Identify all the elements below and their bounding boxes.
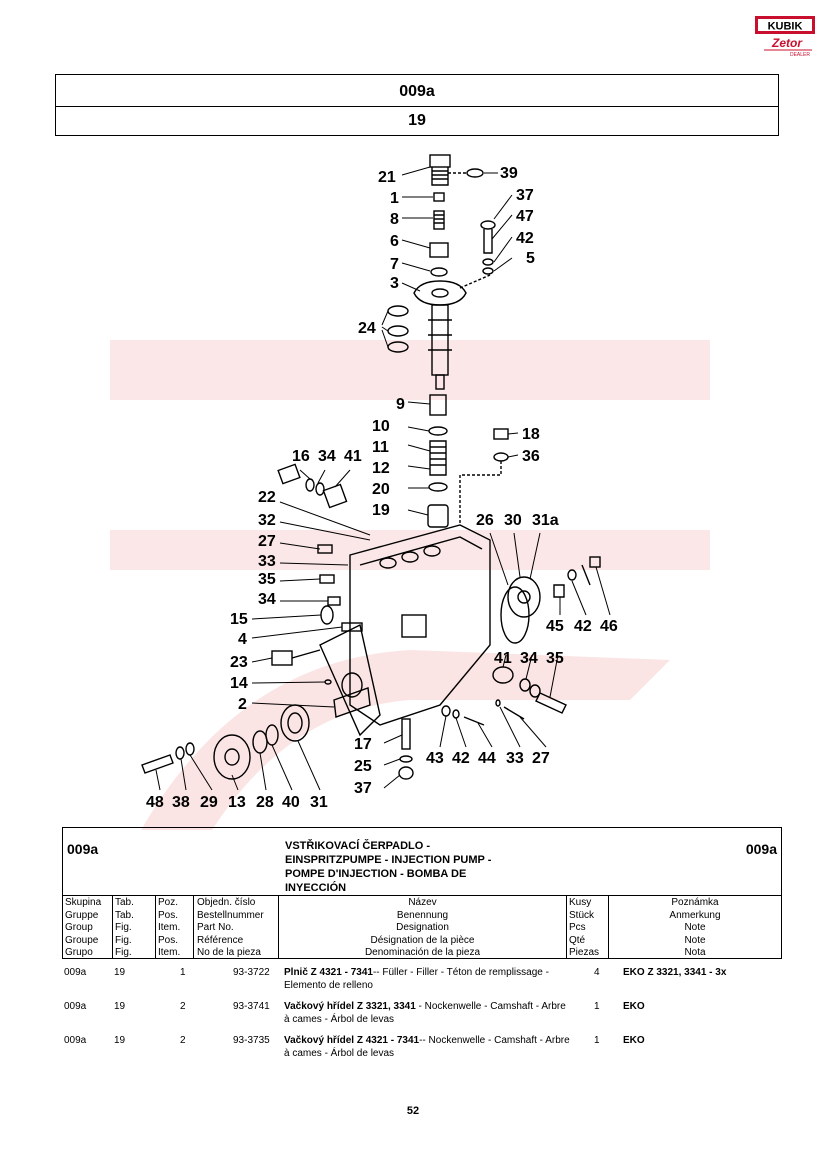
svg-text:19: 19 — [372, 502, 390, 519]
svg-text:27: 27 — [532, 750, 550, 767]
svg-text:43: 43 — [426, 750, 444, 767]
svg-text:6: 6 — [390, 233, 399, 250]
group-code-right: 009a — [745, 841, 777, 857]
svg-text:12: 12 — [372, 460, 390, 477]
header-box: 009a 19 — [55, 74, 779, 136]
svg-text:28: 28 — [256, 794, 274, 811]
title-line: VSTŘIKOVACÍ ČERPADLO - — [285, 840, 431, 852]
group-code-left: 009a — [67, 841, 99, 857]
svg-text:1: 1 — [390, 190, 399, 207]
svg-text:31: 31 — [310, 794, 328, 811]
svg-text:DEALER: DEALER — [790, 52, 810, 58]
col-position: Poz.Pos.Item.Pos.Item. — [156, 896, 194, 958]
svg-text:33: 33 — [506, 750, 524, 767]
svg-text:26: 26 — [476, 512, 494, 529]
svg-text:2: 2 — [238, 696, 247, 713]
svg-text:35: 35 — [546, 650, 564, 667]
svg-text:5: 5 — [526, 250, 535, 267]
svg-text:24: 24 — [358, 320, 376, 337]
svg-text:16: 16 — [292, 448, 310, 465]
table-row: 009a 19 2 93-3735 Vačkový hřídel Z 4321 … — [64, 1035, 645, 1059]
svg-text:17: 17 — [354, 736, 372, 753]
svg-text:3: 3 — [390, 275, 399, 292]
svg-text:39: 39 — [500, 165, 518, 182]
svg-text:7: 7 — [390, 256, 399, 273]
svg-text:41: 41 — [494, 650, 512, 667]
svg-text:15: 15 — [230, 611, 248, 628]
svg-text:48: 48 — [146, 794, 164, 811]
svg-text:14: 14 — [230, 675, 248, 692]
svg-text:34: 34 — [258, 591, 276, 608]
svg-text:42: 42 — [452, 750, 470, 767]
svg-text:47: 47 — [516, 208, 534, 225]
svg-text:46: 46 — [600, 618, 618, 635]
title-line: EINSPRITZPUMPE - INJECTION PUMP - — [285, 854, 492, 866]
svg-text:21: 21 — [378, 169, 396, 186]
svg-text:35: 35 — [258, 571, 276, 588]
svg-text:37: 37 — [516, 187, 534, 204]
svg-text:36: 36 — [522, 448, 540, 465]
group-code: 009a — [56, 75, 778, 107]
svg-text:34: 34 — [318, 448, 336, 465]
svg-text:Zetor: Zetor — [771, 36, 803, 50]
svg-text:29: 29 — [200, 794, 218, 811]
svg-text:13: 13 — [228, 794, 246, 811]
col-table: Tab.Tab.Fig.Fig.Fig. — [113, 896, 156, 958]
svg-text:42: 42 — [574, 618, 592, 635]
title-line: POMPE D'INJECTION - BOMBA DE — [285, 868, 467, 880]
svg-text:22: 22 — [258, 489, 276, 506]
exploded-diagram: 21 39 1 37 8 47 6 42 7 5 3 24 9 18 10 36… — [141, 154, 618, 811]
svg-text:42: 42 — [516, 230, 534, 247]
title-line: INYECCIÓN — [285, 882, 347, 894]
svg-text:10: 10 — [372, 418, 390, 435]
figure-number: 19 — [408, 112, 426, 129]
svg-text:34: 34 — [520, 650, 538, 667]
svg-text:30: 30 — [504, 512, 522, 529]
svg-text:4: 4 — [238, 631, 247, 648]
svg-text:41: 41 — [344, 448, 362, 465]
svg-text:KUBIK: KUBIK — [768, 21, 803, 33]
parts-list: 009a 19 1 93-3722 Plnič Z 4321 - 7341-- … — [62, 963, 780, 1065]
svg-text:18: 18 — [522, 426, 540, 443]
svg-text:31a: 31a — [532, 512, 559, 529]
page-number: 52 — [406, 1105, 420, 1117]
svg-text:32: 32 — [258, 512, 276, 529]
svg-text:44: 44 — [478, 750, 496, 767]
svg-text:11: 11 — [372, 439, 389, 456]
svg-text:20: 20 — [372, 481, 390, 498]
svg-text:37: 37 — [354, 780, 372, 797]
svg-text:8: 8 — [390, 211, 399, 228]
section-title: VSTŘIKOVACÍ ČERPADLO - EINSPRITZPUMPE - … — [285, 839, 605, 895]
section-info: 009a VSTŘIKOVACÍ ČERPADLO - EINSPRITZPUM… — [62, 827, 782, 896]
table-row: 009a 19 2 93-3741 Vačkový hřídel Z 3321,… — [64, 1001, 645, 1025]
svg-text:40: 40 — [282, 794, 300, 811]
kubik-zetor-logo: KUBIK Zetor DEALER — [755, 16, 815, 58]
table-row: 009a 19 1 93-3722 Plnič Z 4321 - 7341-- … — [64, 967, 727, 991]
svg-text:25: 25 — [354, 758, 372, 775]
svg-text:45: 45 — [546, 618, 564, 635]
svg-text:9: 9 — [396, 396, 405, 413]
svg-text:27: 27 — [258, 533, 276, 550]
watermark-logo — [110, 340, 710, 830]
svg-text:38: 38 — [172, 794, 190, 811]
svg-text:23: 23 — [230, 654, 248, 671]
svg-text:33: 33 — [258, 553, 276, 570]
